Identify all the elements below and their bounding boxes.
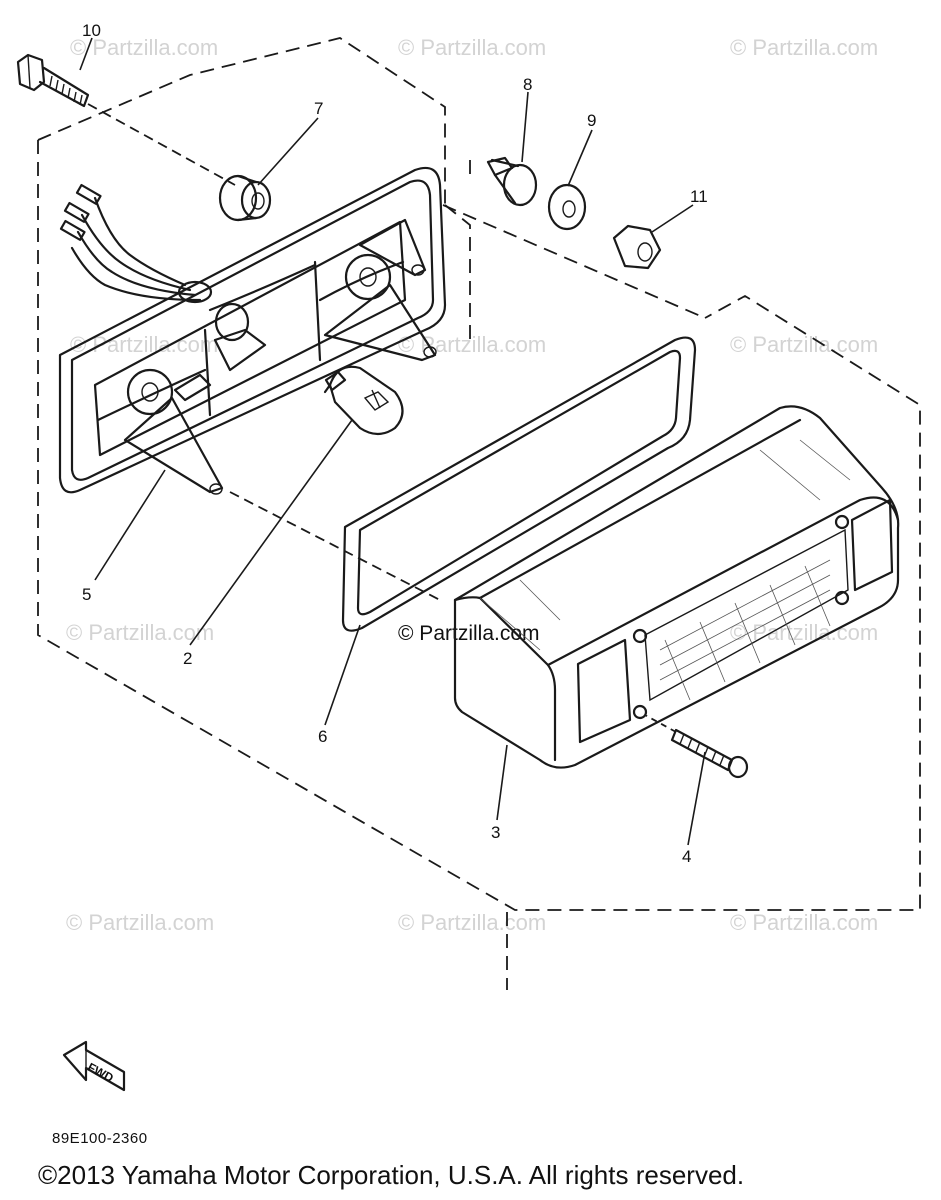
callout-10: 10 <box>82 21 101 40</box>
callout-5: 5 <box>82 585 91 604</box>
callout-8: 8 <box>523 75 532 94</box>
fwd-arrow-icon: FWD <box>62 1040 126 1092</box>
watermark: © Partzilla.com <box>730 910 878 935</box>
callout-4: 4 <box>682 847 691 866</box>
diagram-code: 89E100-2360 <box>52 1130 148 1147</box>
watermark: © Partzilla.com <box>398 332 546 357</box>
nut-part-11 <box>612 224 662 270</box>
watermark: © Partzilla.com <box>66 620 214 645</box>
lens-part-3 <box>453 405 900 769</box>
callout-7: 7 <box>314 99 323 118</box>
gasket-part-6 <box>341 336 697 632</box>
watermark: © Partzilla.com <box>398 35 546 60</box>
leader-lines <box>79 37 706 846</box>
callout-labels: 10 7 8 9 11 5 2 6 3 4 <box>82 21 708 866</box>
callout-6: 6 <box>318 727 327 746</box>
screw-part-4 <box>644 714 749 779</box>
center-watermark: © Partzilla.com <box>398 622 540 645</box>
copyright-notice: ©2013 Yamaha Motor Corporation, U.S.A. A… <box>38 1160 745 1190</box>
watermark: © Partzilla.com <box>398 910 546 935</box>
watermark: © Partzilla.com <box>730 332 878 357</box>
watermark: © Partzilla.com <box>730 35 878 60</box>
watermark: © Partzilla.com <box>730 620 878 645</box>
callout-2: 2 <box>183 649 192 668</box>
housing-part-5 <box>58 166 447 601</box>
watermark: © Partzilla.com <box>66 910 214 935</box>
bulb-part-2 <box>323 365 404 436</box>
callout-11: 11 <box>690 187 708 206</box>
lens-pattern <box>479 439 851 701</box>
watermark-layer: © Partzilla.com © Partzilla.com © Partzi… <box>66 35 878 935</box>
washer-part-9 <box>547 183 587 231</box>
callout-3: 3 <box>491 823 500 842</box>
assembly-boundary <box>37 37 921 990</box>
grommet-part-7 <box>218 174 272 222</box>
watermark: © Partzilla.com <box>70 332 218 357</box>
bolt-part-10 <box>16 53 236 186</box>
callout-9: 9 <box>587 111 596 130</box>
watermark: © Partzilla.com <box>70 35 218 60</box>
collar-part-8 <box>486 156 538 207</box>
